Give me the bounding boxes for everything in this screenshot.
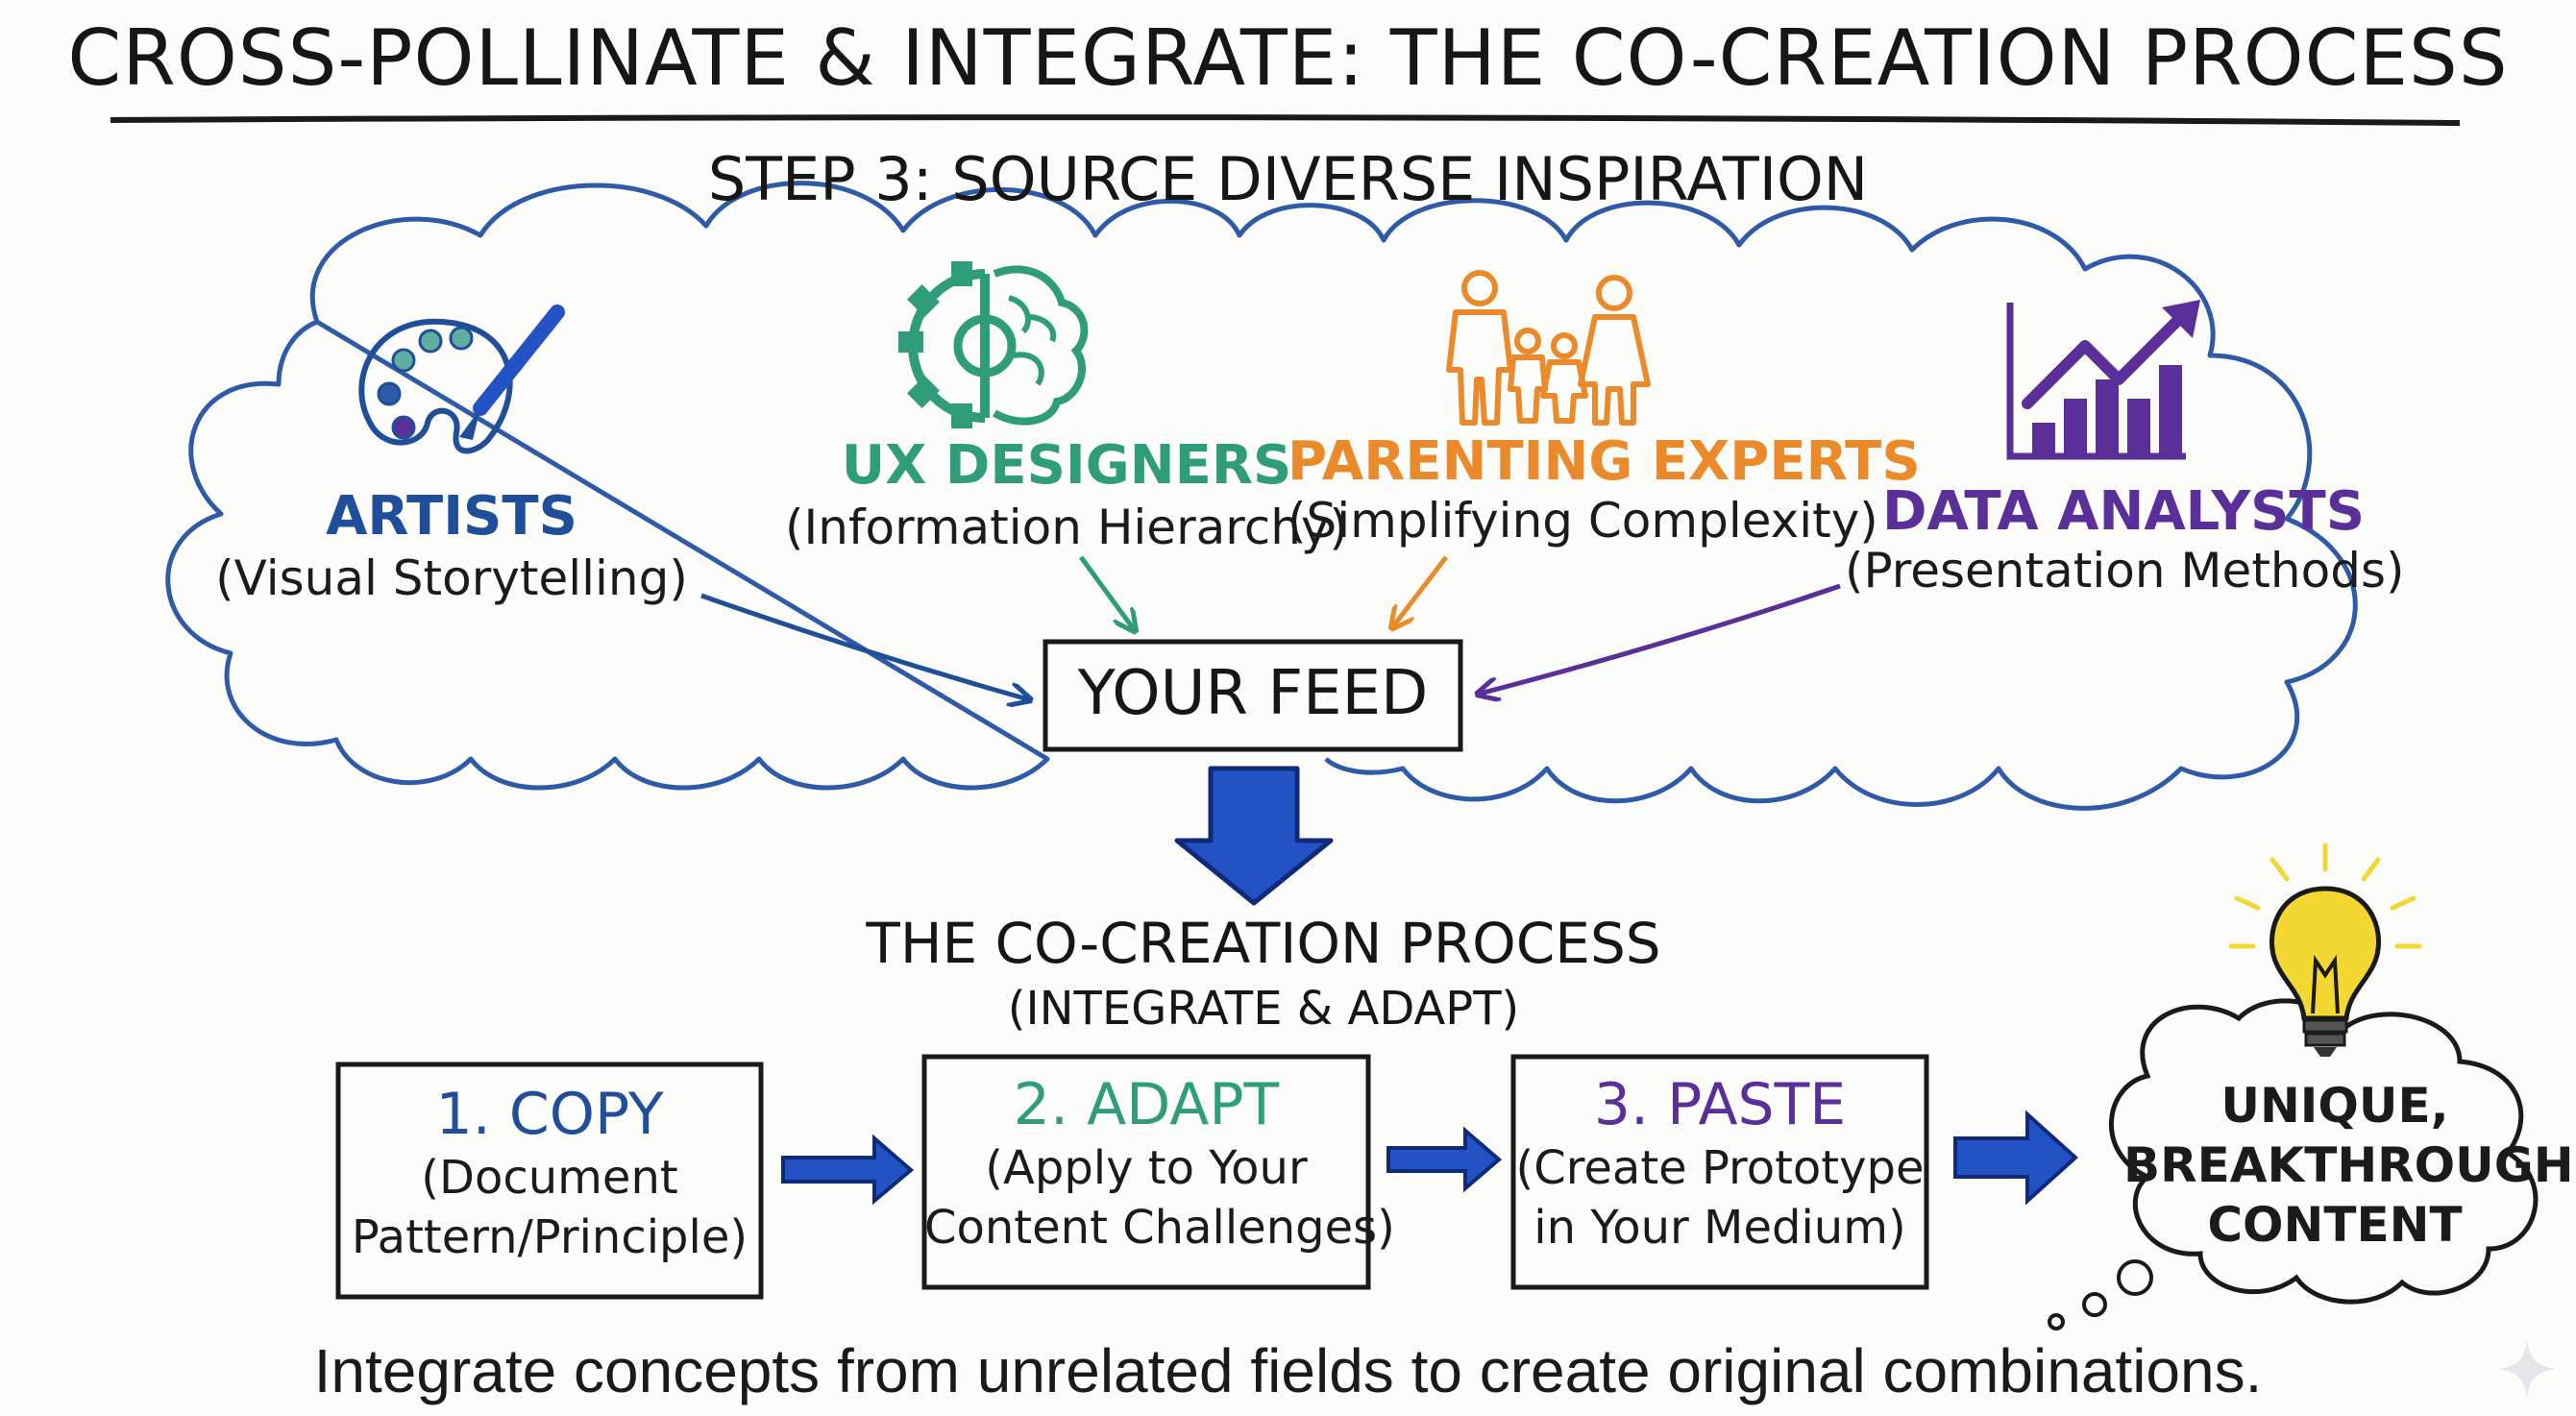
- step-adapt-line1: (Apply to Your: [985, 1141, 1308, 1195]
- caption: Integrate concepts from unrelated fields…: [313, 1336, 2263, 1405]
- bar-chart-trend-icon: [2006, 300, 2200, 460]
- step-adapt: 2. ADAPT (Apply to Your Content Challeng…: [924, 1071, 1395, 1257]
- step3-heading: STEP 3: SOURCE DIVERSE INSPIRATION: [707, 144, 1869, 214]
- result-line2: BREAKTHROUGH: [2123, 1137, 2574, 1193]
- arrow-ux-to-feed: [1078, 555, 1134, 629]
- lightbulb-icon: [2228, 842, 2422, 1057]
- step-copy-title: 1. COPY: [435, 1081, 664, 1148]
- sparkle-icon: [2498, 1340, 2556, 1398]
- step-adapt-title: 2. ADAPT: [1013, 1071, 1280, 1138]
- page-title: CROSS-POLLINATE & INTEGRATE: THE CO-CREA…: [67, 13, 2509, 103]
- step-copy-line1: (Document: [421, 1151, 678, 1205]
- thought-bubble-medium: [2082, 1292, 2107, 1317]
- palette-icon: [358, 305, 565, 454]
- step-adapt-line2: Content Challenges): [924, 1201, 1395, 1255]
- step-paste: 3. PASTE (Create Prototype in Your Mediu…: [1513, 1071, 1926, 1257]
- arrow-data-to-feed: [1480, 583, 1841, 694]
- step-box-copy: [335, 1062, 764, 1300]
- source-desc-parenting-experts: (Simplifying Complexity): [1288, 493, 1878, 549]
- source-desc-ux-designers: (Information Hierarchy): [784, 500, 1348, 555]
- step-copy-line2: Pattern/Principle): [351, 1210, 748, 1264]
- source-name-artists: ARTISTS: [326, 485, 577, 548]
- step-box-paste: [1510, 1054, 1929, 1290]
- inspiration-cloud: [165, 181, 2358, 811]
- process-title: THE CO-CREATION PROCESS: [866, 911, 1661, 976]
- arrow-adapt-to-paste: [1386, 1126, 1503, 1193]
- feed-label: YOUR FEED: [1077, 658, 1429, 729]
- arrow-paste-to-result: [1953, 1110, 2078, 1206]
- step-paste-line2: in Your Medium): [1533, 1201, 1906, 1255]
- step-copy: 1. COPY (Document Pattern/Principle): [338, 1081, 761, 1267]
- source-name-ux-designers: UX DESIGNERS: [841, 434, 1292, 497]
- feed-box: [1043, 639, 1463, 752]
- step-paste-line1: (Create Prototype: [1515, 1141, 1925, 1195]
- result-line1: UNIQUE,: [2220, 1078, 2449, 1134]
- result-text: UNIQUE, BREAKTHROUGH CONTENT: [2123, 1076, 2574, 1255]
- gear-brain-icon: [898, 261, 1089, 428]
- source-name-parenting-experts: PARENTING EXPERTS: [1288, 430, 1921, 493]
- thought-bubble-small: [2048, 1313, 2065, 1331]
- step-box-adapt: [921, 1054, 1371, 1290]
- thought-bubble-large: [2117, 1259, 2153, 1296]
- arrow-copy-to-adapt: [781, 1134, 915, 1206]
- process-subtitle: (INTEGRATE & ADAPT): [1007, 982, 1520, 1036]
- result-line3: CONTENT: [2207, 1197, 2463, 1253]
- arrow-parenting-to-feed: [1393, 555, 1448, 626]
- down-arrow: [1174, 766, 1334, 906]
- source-desc-artists: (Visual Storytelling): [215, 550, 688, 606]
- step-paste-title: 3. PASTE: [1593, 1071, 1847, 1138]
- source-name-data-analysts: DATA ANALYSTS: [1881, 480, 2366, 543]
- family-icon: [1446, 270, 1651, 426]
- source-desc-data-analysts: (Presentation Methods): [1845, 543, 2405, 598]
- title-underline: [110, 114, 2461, 126]
- arrow-artists-to-feed: [700, 593, 1028, 699]
